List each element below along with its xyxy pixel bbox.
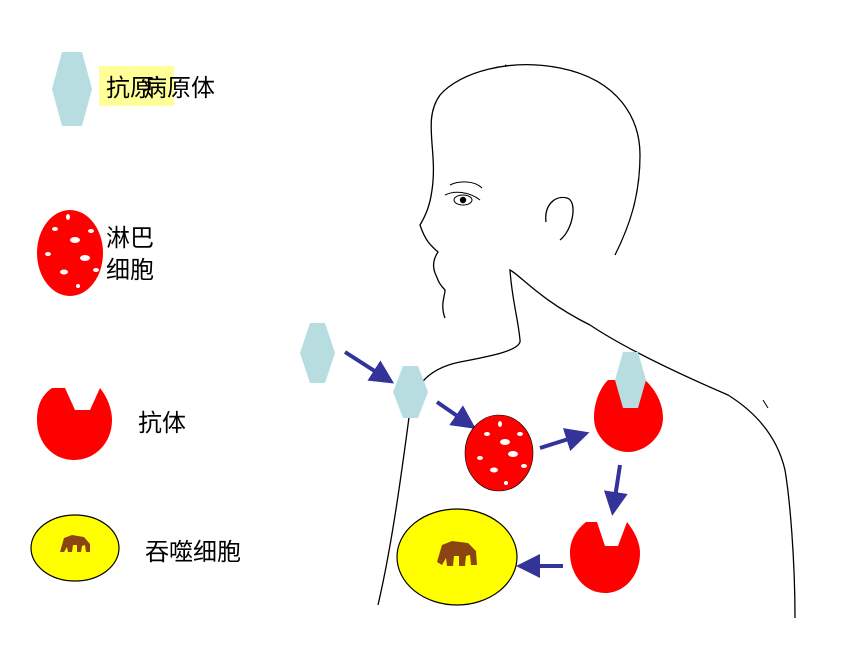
arrow-antibody-down [603,464,628,516]
phagocyte-label: 吞噬细胞 [145,538,241,566]
antigen-overlap-label: 抗原 [106,74,154,102]
arrow-pathogen-enters [343,350,395,384]
antibody-label: 抗体 [138,409,186,437]
lymphocyte-flow-icon [464,414,534,492]
label-highlight [99,66,174,106]
arrow-pathogen-to-lymphocyte [435,400,476,429]
arrow-lymphocyte-to-antibody [539,428,590,452]
phagocyte-legend-icon [30,514,120,582]
pathogen-incoming-icon [300,323,335,383]
lymphocyte-label-line1: 淋巴 [106,224,154,252]
antibody-flow-icon [570,522,640,593]
antibody-binding-pathogen-icon [594,352,663,452]
pathogen-in-body-icon [393,366,428,418]
lymphocyte-label-line2: 细胞 [106,256,154,284]
pathogen-legend-icon [52,52,92,126]
pathogen-label: 病原体 [143,74,215,102]
lymphocyte-legend-icon [37,210,103,296]
phagocyte-flow-icon [396,508,518,606]
antibody-legend-icon [37,388,112,460]
